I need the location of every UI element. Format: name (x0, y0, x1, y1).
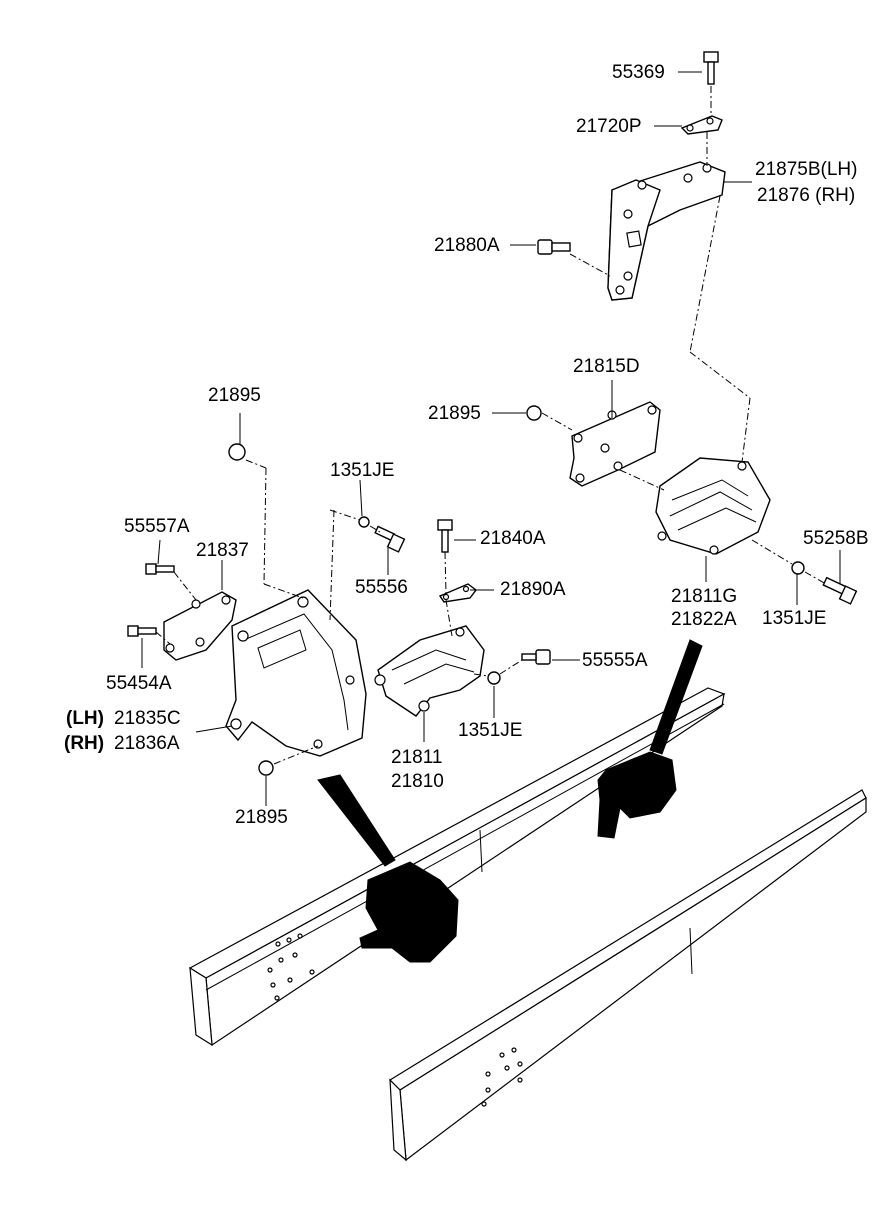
leader-lines (141, 71, 841, 806)
label-1351JE-mid: 1351JE (458, 720, 523, 741)
label-55454A: 55454A (106, 673, 172, 694)
label-21895-bottom: 21895 (235, 807, 288, 828)
label-21720P: 21720P (576, 116, 642, 137)
label-lh-tag: (LH) (66, 708, 104, 729)
label-21815D: 21815D (573, 356, 640, 377)
frame-rail-rear (389, 789, 867, 1162)
label-21880A: 21880A (434, 235, 500, 256)
label-55258B: 55258B (803, 528, 869, 549)
label-rh-tag: (RH) (64, 733, 105, 754)
label-21895-left: 21895 (208, 385, 261, 406)
washer-1351JE-mid-part (487, 671, 501, 685)
label-21876-rh: 21876 (RH) (757, 185, 856, 206)
frame-rail-front (188, 687, 726, 1047)
bolt-55557A-part (145, 563, 175, 575)
label-21836A: 21836A (114, 733, 180, 754)
label-21840A: 21840A (480, 528, 546, 549)
label-21895-top: 21895 (428, 403, 481, 424)
bracket-21835C-part (225, 589, 367, 757)
nut-21895-bottom-part (258, 760, 274, 776)
bolt-55556-part (374, 525, 406, 553)
label-55369: 55369 (612, 62, 665, 83)
bracket-21837-part (163, 591, 237, 661)
bolt-55369-part (703, 51, 719, 85)
label-55555A: 55555A (582, 650, 648, 671)
assembly-lines (155, 86, 827, 765)
mount-21811-part (374, 625, 485, 717)
bolt-55454A-part (127, 625, 157, 637)
label-1351JE-top: 1351JE (330, 460, 395, 481)
nut-21895-left-part (228, 443, 246, 461)
label-55556: 55556 (355, 577, 408, 598)
mount-21811G-part (655, 457, 771, 555)
bolt-55555A-part (521, 649, 551, 665)
washer-1351JE-right-part (791, 561, 805, 575)
label-21811: 21811 (391, 747, 443, 768)
nut-21895-top-part (526, 405, 542, 421)
label-21810: 21810 (391, 771, 444, 792)
washer-1351JE-top-part (358, 516, 370, 528)
bracket-21815D-part (569, 401, 661, 487)
frame-mount-silhouette-right (597, 639, 703, 839)
label-1351JE-right: 1351JE (762, 608, 827, 629)
upper-bracket-part (607, 161, 726, 301)
label-21835C: 21835C (114, 708, 181, 729)
bolt-55258B-part (822, 576, 858, 605)
bolt-21880A-part (537, 239, 571, 255)
label-21837: 21837 (196, 540, 249, 561)
plate-21720P-part (680, 115, 723, 135)
plate-21890A-part (438, 583, 477, 603)
label-21875B-lh: 21875B(LH) (755, 159, 858, 180)
label-21822A: 21822A (671, 609, 737, 630)
label-55557A: 55557A (124, 516, 190, 537)
frame-mount-silhouette-left (317, 774, 459, 963)
bolt-21840A-part (437, 519, 453, 553)
label-21890A: 21890A (500, 579, 566, 600)
label-21811G: 21811G (671, 586, 738, 607)
